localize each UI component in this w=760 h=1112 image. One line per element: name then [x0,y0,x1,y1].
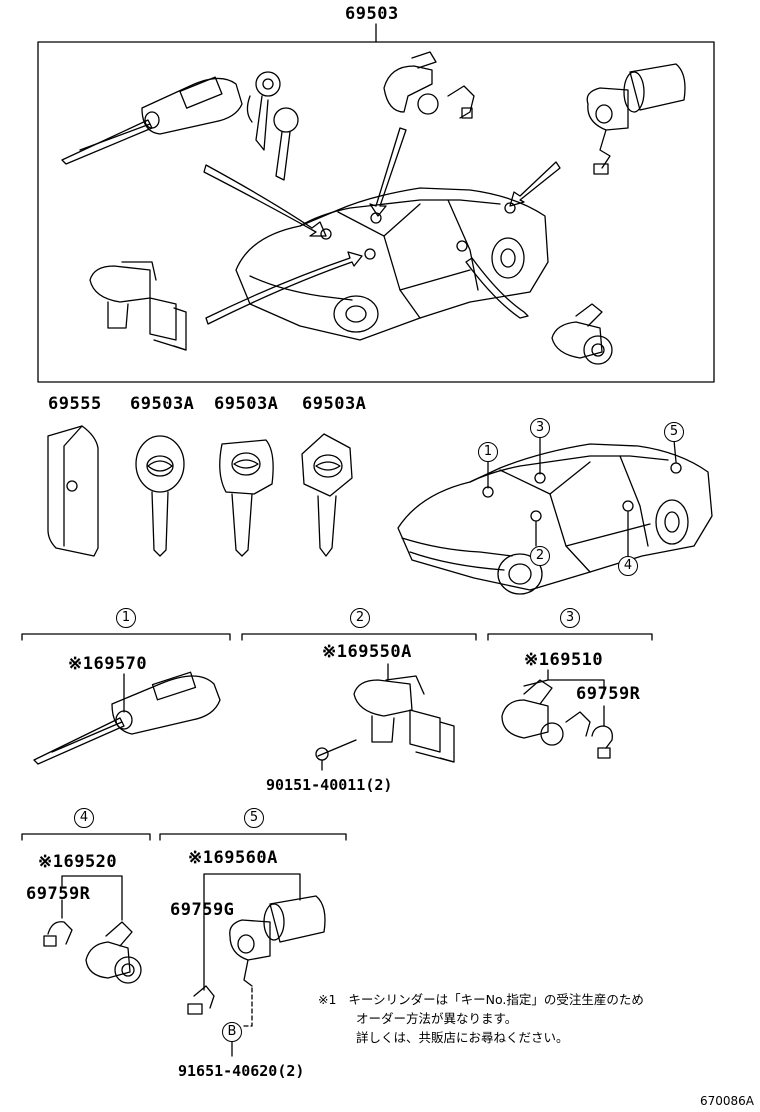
key1-part-no: 69503A [130,394,195,414]
s5-bolt-part: 91651-40620(2) [178,1062,305,1080]
keycase-part-no: 69555 [48,394,102,414]
car-middle-illustration [397,443,713,595]
key3-part-no: 69503A [302,394,367,414]
s5-ref-letter: B [222,1022,242,1042]
s2-main-part: ※169550A [322,642,412,662]
s1-main-part: ※169570 [68,654,148,674]
trunk-cylinder-top [586,63,686,175]
location-marker-3: 3 [530,418,550,438]
location-marker-2: 2 [530,546,550,566]
top-keys [246,71,299,181]
s4-sub-part: 69759R [26,884,91,904]
section-4-index: 4 [74,808,94,828]
location-leaders [487,437,677,557]
order-note: ※1 キーシリンダーは「キーNo.指定」の受注生産のため オーダー方法が異なりま… [318,990,644,1047]
note-line-3: 詳しくは、共販店にお尋ねください。 [356,1030,569,1045]
key2-part-no: 69503A [214,394,279,414]
location-marker-1: 1 [478,442,498,462]
section-brackets [21,633,653,841]
section-2-index: 2 [350,608,370,628]
figure-code: 670086A [699,1094,754,1108]
ignition-cylinder-s1 [33,671,221,765]
key-case-illustration [47,425,99,557]
note-line-1: キーシリンダーは「キーNo.指定」の受注生産のため [348,992,644,1007]
s3-sub-part: 69759R [576,684,641,704]
location-arrows [203,127,561,325]
door-lock-top [383,51,475,119]
location-marker-5: 5 [664,422,684,442]
lock-s3 [501,669,613,759]
location-marker-4: 4 [618,556,638,576]
note-line-2: オーダー方法が異なります。 [356,1011,518,1026]
top-assembly-part-no: 69503 [345,4,399,24]
ignition-cylinder-top [61,76,243,165]
car-top-illustration [235,187,549,341]
door-cylinder-bottom-right [551,303,613,365]
s2-screw-part: 90151-40011(2) [266,776,393,794]
s4-main-part: ※169520 [38,852,118,872]
hatch-lock-top [89,261,187,351]
section-5-index: 5 [244,808,264,828]
s5-sub-part: 69759G [170,900,235,920]
section-3-index: 3 [560,608,580,628]
s5-main-part: ※169560A [188,848,278,868]
key-69503a-3 [301,433,353,557]
key-69503a-2 [219,439,274,557]
s3-main-part: ※169510 [524,650,604,670]
lock-s5 [187,873,326,1057]
lock-s2 [315,663,455,771]
lock-s4 [43,875,142,984]
section-1-index: 1 [116,608,136,628]
note-mark: ※1 [318,992,337,1007]
key-69503a-1 [135,435,185,557]
